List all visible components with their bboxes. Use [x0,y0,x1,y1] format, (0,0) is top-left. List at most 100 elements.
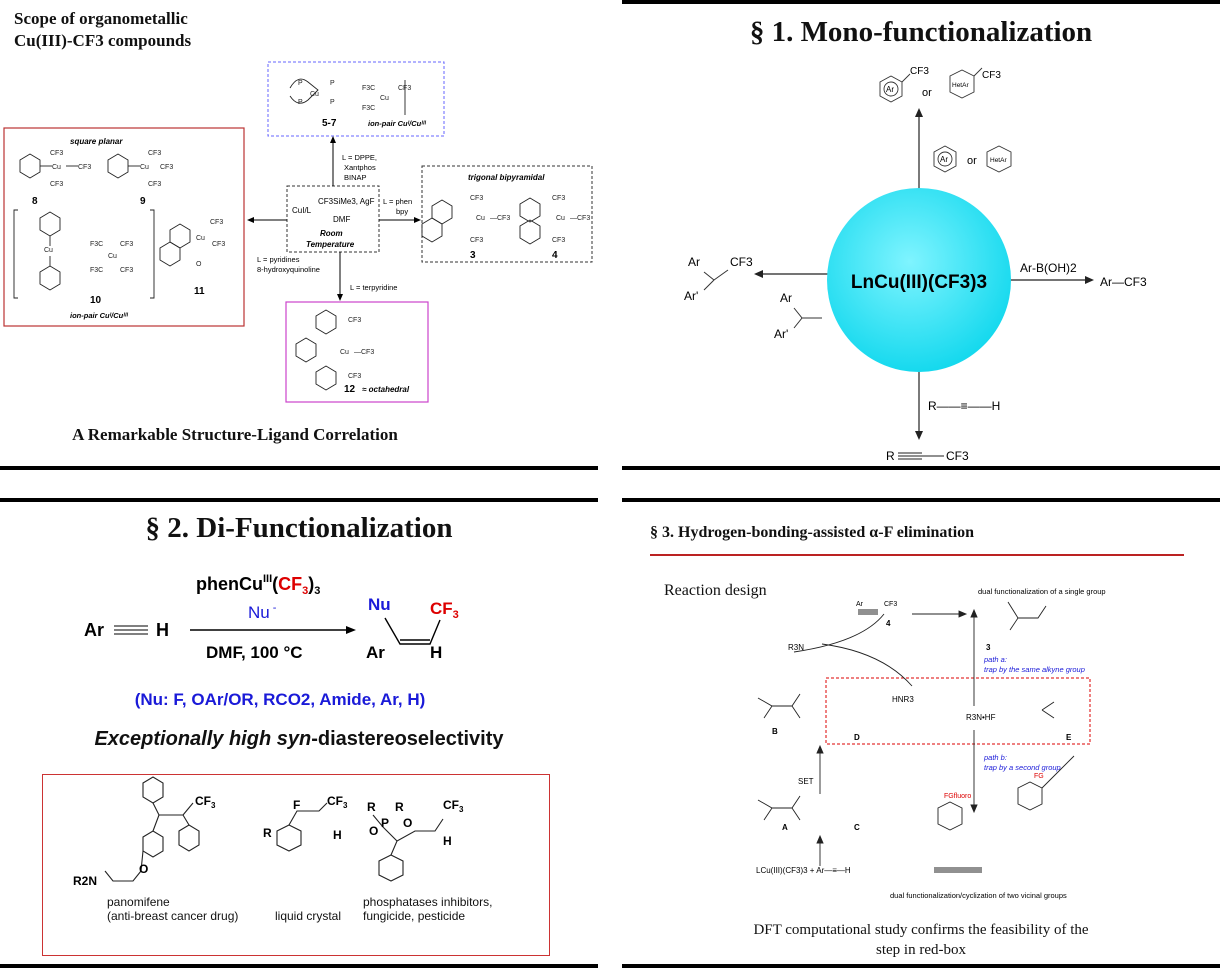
start-label: LCu(III)(CF3)3 + Ar—≡—H [756,866,851,875]
panel2-diagram: LnCu(III)(CF3)3 Ar HetAr CF3 CF3 or Ar H… [684,66,1147,463]
panel1-title: Scope of organometallic Cu(III)-CF3 comp… [14,8,191,52]
hnr3-label: HNR3 [892,695,914,704]
svg-text:Cu: Cu [556,215,565,222]
svg-text:CF3: CF3 [348,317,361,324]
svg-text:—CF3: —CF3 [570,215,590,222]
left-arprime: Ar' [684,289,698,303]
svg-text:CF3: CF3 [552,237,565,244]
panel-mono-functionalization: § 1. Mono-functionalization LnCu(III)(CF… [622,0,1220,470]
arrow-down-head [337,294,343,301]
svg-text:Cu: Cu [476,215,485,222]
svg-text:Cu: Cu [140,164,149,171]
compound-9: 9 [140,196,146,207]
example-3-desc: fungicide, pesticide [363,909,466,923]
ex3-cf3: CF3 [443,798,464,814]
fg-fluoro: FGfluoro [944,793,971,800]
hetar-label-2: HetAr [990,157,1007,164]
left-reag-alkene [793,307,822,329]
ex1-r2n: R2N [73,874,97,888]
label-b: B [772,727,778,736]
example-1-desc: (anti-breast cancer drug) [107,909,239,923]
center-line1: CuI/L [292,206,312,215]
set-label: SET [798,777,814,786]
alkyne-product-cf3: CF3 [946,449,969,463]
panel2-title: § 1. Mono-functionalization [749,16,1093,48]
label-a: A [782,823,788,832]
alkyne-product-bond [898,452,944,460]
svg-text:Cu: Cu [108,253,117,260]
panel4-footer: DFT computational study confirms the fea… [622,920,1220,960]
cond-left-2: 8-hydroxyquinoline [257,265,320,274]
lncu-sphere [827,188,1011,372]
compound-10: 10 [90,295,102,306]
product-cf3: CF3 [430,599,459,621]
compound-4: 4 [552,250,558,261]
panel4-mechanism: dual functionalization of a single group… [756,587,1106,900]
ion-pair-top: ion-pair Cuᴵ/Cuᴵᴵᴵ [368,119,426,128]
example-1-name: panomifene [107,895,170,909]
svg-text:Cu: Cu [380,95,389,102]
svg-text:CF3: CF3 [348,373,361,380]
center-line5: Temperature [306,240,355,249]
svg-text:CF3: CF3 [50,181,63,188]
panel1-footer: A Remarkable Structure-Ligand Correlatio… [72,425,398,444]
arrow-down-head [915,431,923,440]
ion-pair-left: ion-pair Cuᴵ/Cuᴵᴵᴵ [70,311,128,320]
svg-text:CF3: CF3 [148,150,161,157]
cond-right-1: L = phen [383,197,412,206]
panel3-title: § 2. Di-Functionalization [145,512,453,544]
label-c: C [854,823,860,832]
nu-list: (Nu: F, OAr/OR, RCO2, Amide, Ar, H) [134,690,426,709]
svg-text:Cu: Cu [310,91,319,98]
left-reag-ar: Ar [780,291,792,305]
mechanism-arrows [757,601,1075,873]
svg-text:CF3: CF3 [470,195,483,202]
svg-text:CF3: CF3 [120,241,133,248]
panel-alpha-f-elimination: § 3. Hydrogen-bonding-assisted α-F elimi… [622,498,1220,968]
nu-reagent: Nu - [248,602,277,622]
ex2-h: H [333,828,342,842]
selectivity-post: -diastereoselectivity [311,728,504,750]
left-alkene [703,269,729,291]
cond-up-2: Xantphos [344,163,376,172]
svg-text:F3C: F3C [362,85,375,92]
center-line4: Room [320,229,343,238]
title-underline [650,554,1184,556]
svg-text:P: P [330,80,335,87]
ex2-cf3: CF3 [327,794,348,810]
compound-11: 11 [194,286,205,297]
red-box [825,677,1091,745]
path-b: path b: [983,753,1007,762]
svg-text:CF3: CF3 [120,267,133,274]
fg-label: FG [1034,773,1044,780]
ex2-f: F [293,798,300,812]
svg-text:CF3: CF3 [50,150,63,157]
ex3-r: R [367,800,376,814]
svg-text:CF3: CF3 [212,241,225,248]
ex3-h: H [443,834,452,848]
arrow-left-head [754,270,763,278]
cond-up-1: L = DPPE, [342,153,377,162]
conditions-label: DMF, 100 °C [206,643,303,662]
or-label-2: or [967,155,977,167]
start-ar: Ar [84,620,104,640]
ex2-r: R [263,826,272,840]
svg-text:Cu: Cu [340,349,349,356]
ex3-o2: O [403,816,412,830]
left-cf3: CF3 [730,255,753,269]
ex3-p: P [381,816,389,830]
compound-3: 3 [470,250,476,261]
svg-text:CF3: CF3 [210,219,223,226]
svg-text:CF3: CF3 [160,164,173,171]
svg-text:P: P [330,99,335,106]
selectivity-pre: Exceptionally high [94,728,277,750]
panel1-title-line1: Scope of organometallic [14,9,188,28]
cond-up-3: BINAP [344,173,367,182]
cond-down: L = terpyridine [350,283,397,292]
left-ar: Ar [688,255,700,269]
ex3-r2: R [395,800,404,814]
reaction-design-label: Reaction design [664,582,767,599]
path-a-desc: trap by the same alkyne group [984,665,1085,674]
aryl-rings [879,67,1012,173]
structure-sketches: P P Cu P P F3C Cu F3C CF3 Cu CF3 CF3 CF3… [13,78,590,391]
